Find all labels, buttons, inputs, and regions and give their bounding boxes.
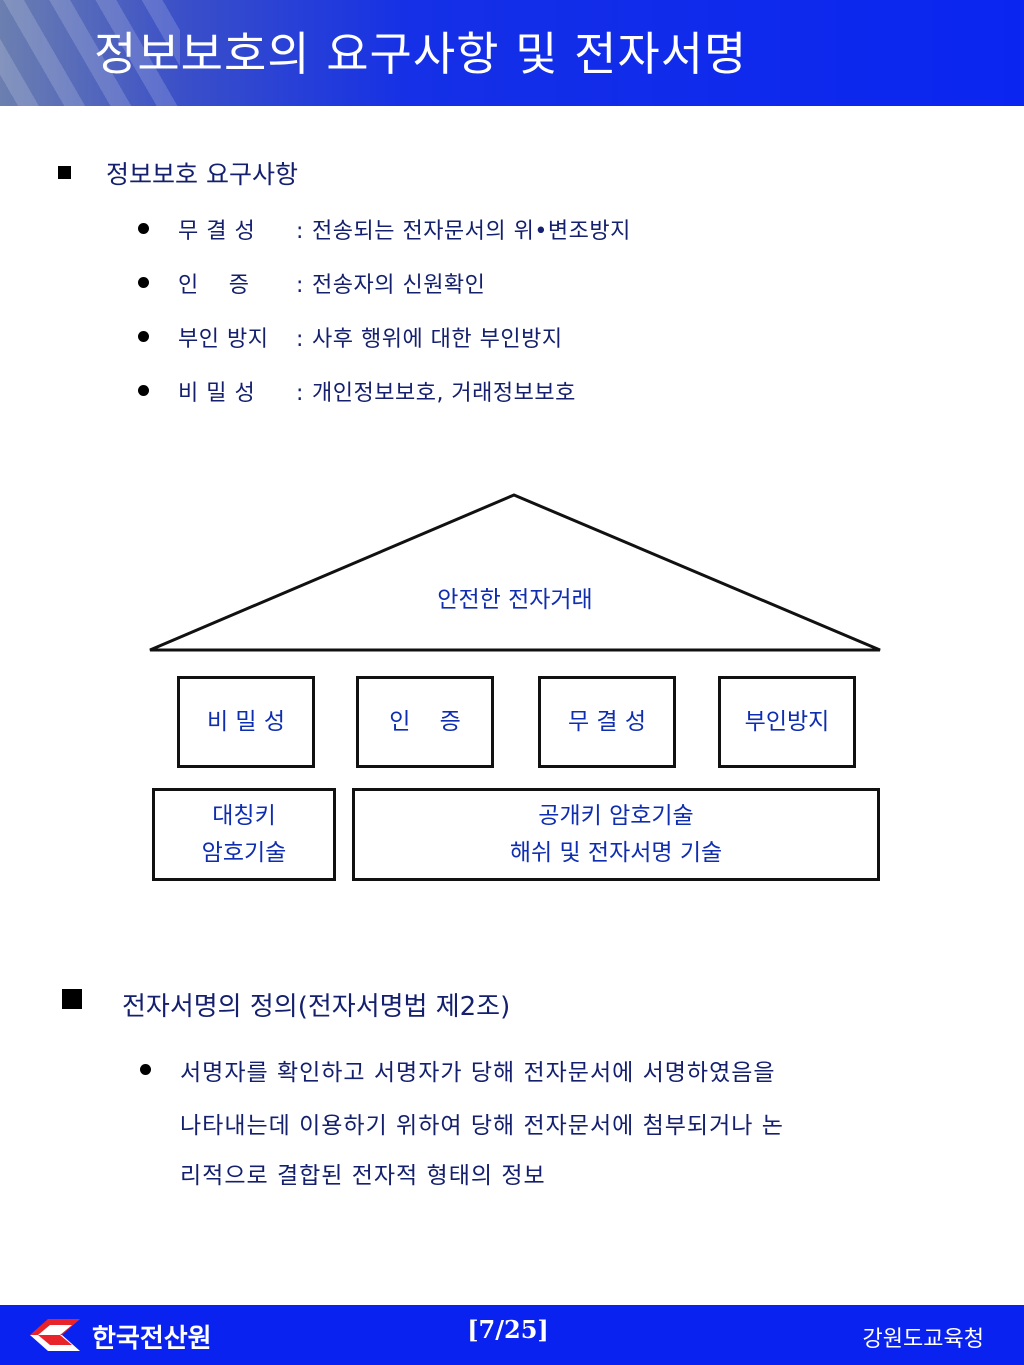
- pillar-non-repudiation: 부인방지: [718, 676, 856, 768]
- pillar-confidentiality: 비 밀 성: [177, 676, 315, 768]
- round-bullet-icon: [140, 1064, 151, 1075]
- base-label: 공개키 암호기술: [538, 802, 694, 829]
- round-bullet-icon: [138, 277, 149, 288]
- requirement-item: 무 결 성: 전송되는 전자문서의 위•변조방지: [178, 213, 631, 245]
- pillar-authentication: 인 증: [356, 676, 494, 768]
- base-public-key-crypto: 공개키 암호기술 해쉬 및 전자서명 기술: [352, 788, 880, 881]
- round-bullet-icon: [138, 331, 149, 342]
- diamond-logo-icon: [30, 1319, 80, 1351]
- section1-heading: 정보보호 요구사항: [106, 160, 298, 189]
- requirement-colon: :: [296, 273, 304, 298]
- definition-line: 리적으로 결합된 전자적 형태의 정보: [180, 1163, 546, 1189]
- round-bullet-icon: [138, 223, 149, 234]
- requirement-value: 전송되는 전자문서의 위•변조방지: [312, 219, 631, 244]
- round-bullet-icon: [138, 385, 149, 396]
- requirement-key: 인 증: [178, 273, 250, 298]
- requirement-item: 비 밀 성: 개인정보보호, 거래정보보호: [178, 375, 576, 407]
- square-bullet-icon: [62, 989, 82, 1009]
- title-banner: 정보보호의 요구사항 및 전자서명: [0, 0, 1024, 106]
- requirement-value: 사후 행위에 대한 부인방지: [312, 327, 563, 352]
- requirement-item: 부인 방지: 사후 행위에 대한 부인방지: [178, 321, 563, 353]
- requirement-colon: :: [296, 327, 304, 352]
- footer-bar: 한국전산원 [7/25] 강원도교육청: [0, 1305, 1024, 1365]
- roof-label: 안전한 전자거래: [437, 587, 593, 613]
- requirement-value: 전송자의 신원확인: [312, 273, 486, 298]
- requirement-item: 인 증: 전송자의 신원확인: [178, 267, 485, 299]
- page-title: 정보보호의 요구사항 및 전자서명: [94, 27, 748, 81]
- requirement-value: 개인정보보호, 거래정보보호: [312, 381, 576, 406]
- base-label: 해쉬 및 전자서명 기술: [509, 839, 723, 866]
- keyboard-photo-decoration: [0, 0, 180, 106]
- base-label: 암호기술: [201, 839, 287, 866]
- base-symmetric-crypto: 대칭키 암호기술: [152, 788, 336, 881]
- org-name: 한국전산원: [92, 1324, 212, 1354]
- requirement-key: 비 밀 성: [178, 381, 256, 406]
- roof-triangle: [149, 493, 881, 652]
- definition-line: 서명자를 확인하고 서명자가 당해 전자문서에 서명하였음을: [180, 1060, 776, 1086]
- square-bullet-icon: [58, 166, 71, 179]
- pillar-integrity: 무 결 성: [538, 676, 676, 768]
- requirement-colon: :: [296, 381, 304, 406]
- requirement-key: 부인 방지: [178, 327, 269, 352]
- page-number: [7/25]: [467, 1315, 549, 1344]
- base-label: 대칭키: [212, 802, 276, 829]
- footer-agency: 강원도교육청: [862, 1327, 984, 1352]
- section2-heading: 전자서명의 정의(전자서명법 제2조): [122, 992, 511, 1022]
- requirement-key: 무 결 성: [178, 219, 256, 244]
- definition-line: 나타내는데 이용하기 위하여 당해 전자문서에 첨부되거나 논: [180, 1113, 784, 1139]
- requirement-colon: :: [296, 219, 304, 244]
